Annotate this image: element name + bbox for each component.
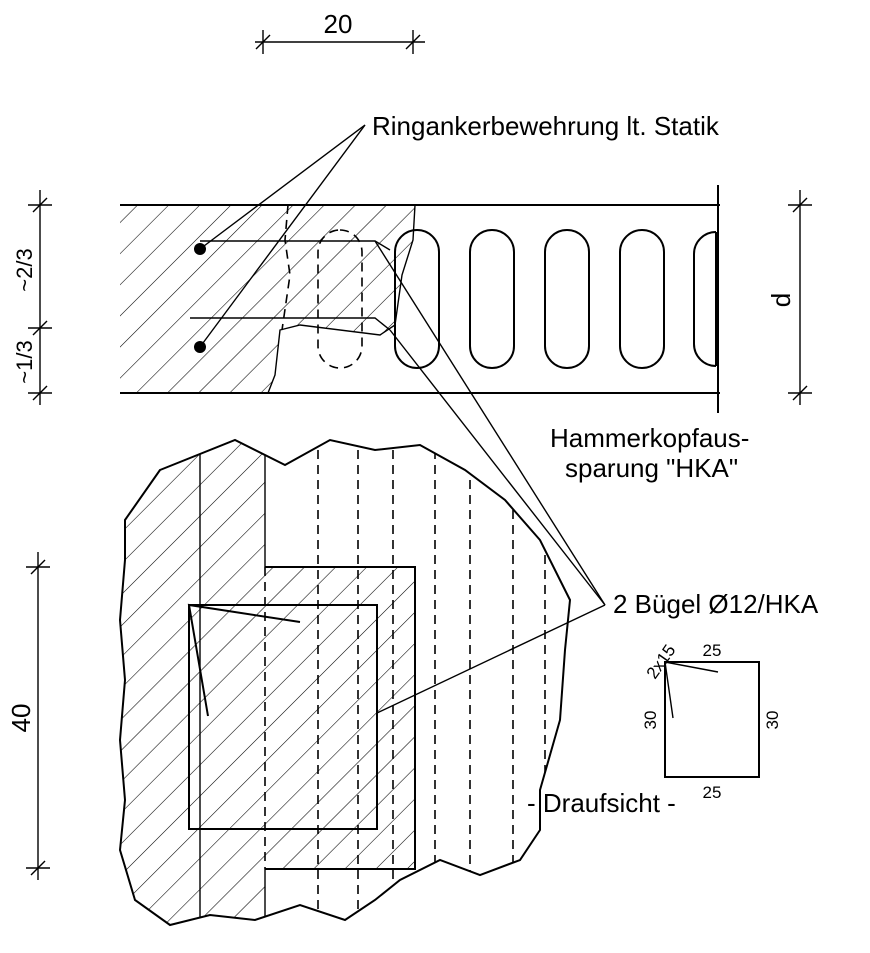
hammerhead-line-1: Hammerkopfaus- <box>550 423 749 453</box>
stirrups-label: 2 Bügel Ø12/HKA <box>613 589 819 619</box>
dim-40-label: 40 <box>6 704 36 733</box>
slab-section <box>120 185 720 413</box>
dim-one-third-label: ~1/3 <box>12 340 37 383</box>
stirrup-right-label: 30 <box>763 711 782 730</box>
stirrup-top-label: 25 <box>703 641 722 660</box>
ring-anchor-callout: Ringankerbewehrung lt. Statik <box>199 111 720 348</box>
dimension-20: 20 <box>255 9 425 54</box>
dimension-40: 40 <box>6 552 50 880</box>
hammerhead-line-2: sparung "HKA" <box>565 453 738 483</box>
plan-view <box>118 438 572 927</box>
dim-d-label: d <box>766 293 796 307</box>
dim-20-label: 20 <box>324 9 353 39</box>
stirrup-bottom-label: 25 <box>703 783 722 802</box>
dim-two-thirds-label: ~2/3 <box>12 248 37 291</box>
stirrup-shape: 2x15 25 25 30 30 <box>641 641 782 802</box>
hammerhead-label: Hammerkopfaus- sparung "HKA" <box>550 423 749 483</box>
dimension-d: d <box>766 190 812 405</box>
dimension-left-section: ~2/3 ~1/3 <box>12 190 52 405</box>
stirrup-left-label: 30 <box>641 711 660 730</box>
plan-view-caption: - Draufsicht - <box>527 788 676 818</box>
stirrup-callout: 2 Bügel Ø12/HKA <box>374 240 819 714</box>
ring-anchor-label: Ringankerbewehrung lt. Statik <box>372 111 720 141</box>
